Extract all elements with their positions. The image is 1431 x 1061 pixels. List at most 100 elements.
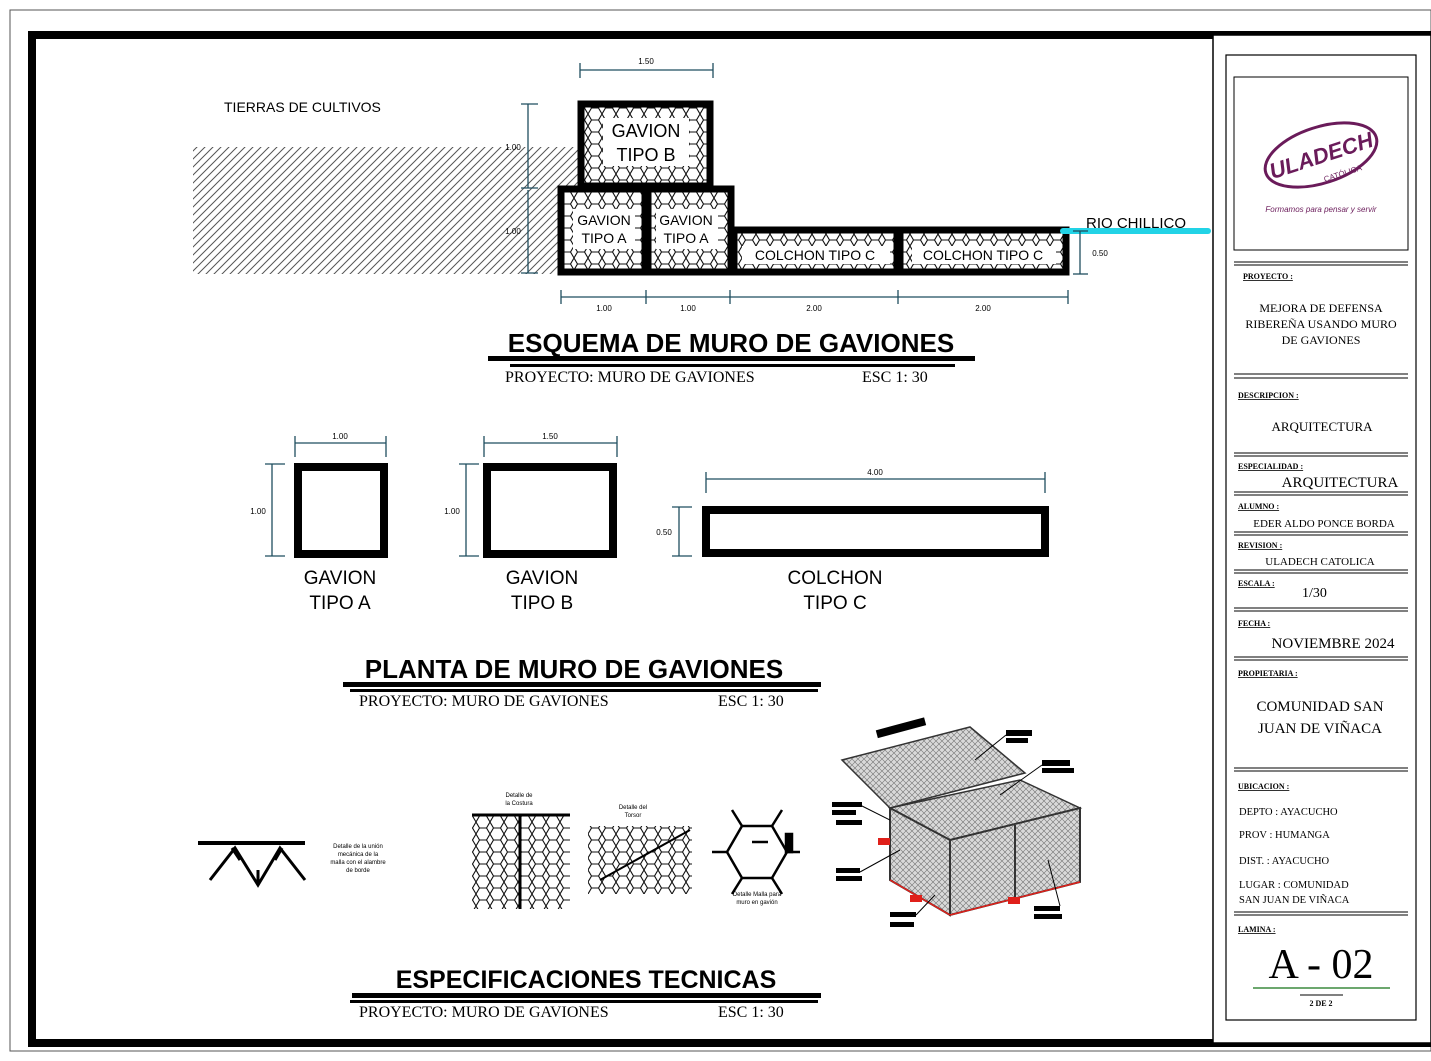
detail-union-text-4: de borde [346,868,370,874]
revision-value: ULADECH CATOLICA [1265,556,1375,568]
gabion-b-label-2: TIPO B [616,145,675,165]
detail-torsion-bar [599,829,691,881]
logo-ellipse [1263,121,1379,189]
plan-c-height: 0.50 [656,528,672,537]
propietaria-line-2: JUAN DE VIÑACA [1258,721,1382,737]
colchon2-label-bg [912,246,1056,264]
section-esquema: TIERRAS DE CULTIVOS GAVION TIPO B GAVION… [193,57,1211,386]
outer-border [9,9,1431,1052]
plan-a-label-1: GAVION [304,568,377,589]
section3-subtitle-scale: ESC 1: 30 [718,1004,784,1021]
gabion-a2-label-2: TIPO A [663,230,709,246]
dim-b2: 1.00 [680,304,696,313]
main-frame [28,31,1431,1047]
dim-b3: 2.00 [806,304,822,313]
lamina-label: LAMINA : [1238,925,1276,934]
section2-dimension-lines [265,436,1046,557]
detail-malla-text-2: muro en gavión [736,900,777,906]
dim-h-upper: 1.00 [505,143,521,152]
gabion-b-label-bg [603,118,689,166]
title-block: ULADECH CATÓLICA Formamos para pensar y … [1212,34,1431,1044]
logo-motto: Formamos para pensar y servir [1265,205,1376,214]
logo-box [1233,76,1409,251]
dim-h-right: 0.50 [1092,249,1108,258]
detail-torsion-text-2: Torsor [625,813,642,819]
plan-a-height: 1.00 [250,507,266,516]
colchon1-label: COLCHON TIPO C [755,247,875,263]
gabion-3d-lid [840,726,1027,809]
ubicacion-label: UBICACION : [1238,782,1289,791]
section3-title-underline [352,993,821,998]
especialidad-label: ESPECIALIDAD : [1238,462,1303,471]
fecha-label: FECHA : [1238,619,1270,628]
propietaria-label: PROPIETARIA : [1238,669,1298,678]
section1-dimension-lines [521,63,1088,304]
colchon1-label-bg [742,246,890,264]
section1-subtitle-project: PROYECTO: MURO DE GAVIONES [505,369,755,386]
section2-subtitle-project: PROYECTO: MURO DE GAVIONES [359,693,609,710]
gabion-a2-label-bg [656,209,718,249]
plan-a-label-2: TIPO A [309,593,371,614]
detail-union-text-1: Detalle de la unión [333,844,383,850]
detail-malla-text-1: Detalle Malla para [733,892,782,898]
proyecto-label: PROYECTO : [1243,272,1293,281]
plan-colchon-c [702,506,1049,557]
title-block-inner-frame [1225,54,1417,1021]
plan-gabion-b [483,463,617,558]
ubicacion-dist: DIST. : AYACUCHO [1239,856,1330,867]
detail-costura-text-1: Detalle de [505,793,533,799]
river-label: RIO CHILLICO [1086,215,1186,232]
descripcion-label: DESCRIPCION : [1238,391,1299,400]
soil-hatch [193,147,578,274]
section3-title-underline-2 [350,1000,818,1003]
detail-union-text-3: malla con el alambre [330,860,386,866]
ubicacion-lugar-1: LUGAR : COMUNIDAD [1239,880,1349,891]
section1-subtitle-scale: ESC 1: 30 [862,369,928,386]
detail-costura-text-2: la Costura [505,801,533,807]
gabion-3d-marker-1 [878,838,890,845]
soil-label: TIERRAS DE CULTIVOS [224,99,381,115]
ubicacion-depto: DEPTO : AYACUCHO [1239,807,1338,818]
gabion-a1-label-1: GAVION [577,212,630,228]
proyecto-line-3: DE GAVIONES [1282,333,1361,347]
lamina-value: A - 02 [1269,942,1374,988]
section2-title: PLANTA DE MURO DE GAVIONES [365,654,783,684]
plan-c-label-1: COLCHON [787,568,882,589]
section2-subtitle-scale: ESC 1: 30 [718,693,784,710]
detail-torsion-mesh [588,826,692,894]
gabion-a1-label-bg [573,209,635,249]
section1-title-underline [488,356,975,361]
escala-label: ESCALA : [1238,579,1275,588]
gabion-3d-marker-2 [910,895,922,902]
detail-torsion-text-1: Detalle del [619,805,647,811]
section-planta: 1.00 1.00 1.50 1.00 4.00 0.50 GAVION TIP… [250,432,1049,710]
dim-b4: 2.00 [975,304,991,313]
plan-a-width: 1.00 [332,432,348,441]
gabion-a1-label-2: TIPO A [581,230,627,246]
alumno-label: ALUMNO : [1238,502,1279,511]
dim-b1: 1.00 [596,304,612,313]
plan-b-width: 1.50 [542,432,558,441]
proyecto-line-1: MEJORA DE DEFENSA [1259,301,1383,315]
proyecto-line-2: RIBEREÑA USANDO MURO [1245,317,1397,331]
title-block-separators [1234,261,1408,916]
plan-b-label-1: GAVION [506,568,579,589]
especialidad-value: ARQUITECTURA [1282,475,1399,491]
plan-c-width: 4.00 [867,468,883,477]
gabion-3d-leaders [859,734,1061,916]
plan-c-label-2: TIPO C [803,593,866,614]
section3-subtitle-project: PROYECTO: MURO DE GAVIONES [359,1004,609,1021]
gabion-3d-callouts [832,717,1074,927]
lamina-sub: 2 DE 2 [1309,999,1332,1008]
colchon2-label: COLCHON TIPO C [923,247,1043,263]
detail-malla-drawing [712,809,800,895]
revision-label: REVISION : [1238,541,1282,550]
gabion-3d-box [832,717,1083,927]
section2-title-underline-2 [350,689,818,692]
gabion-3d-marker-3 [1008,897,1020,904]
detail-union-drawing [198,841,307,888]
alumno-value: EDER ALDO PONCE BORDA [1253,518,1395,530]
gabion-b-label-1: GAVION [612,121,681,141]
section3-title: ESPECIFICACIONES TECNICAS [396,966,777,994]
